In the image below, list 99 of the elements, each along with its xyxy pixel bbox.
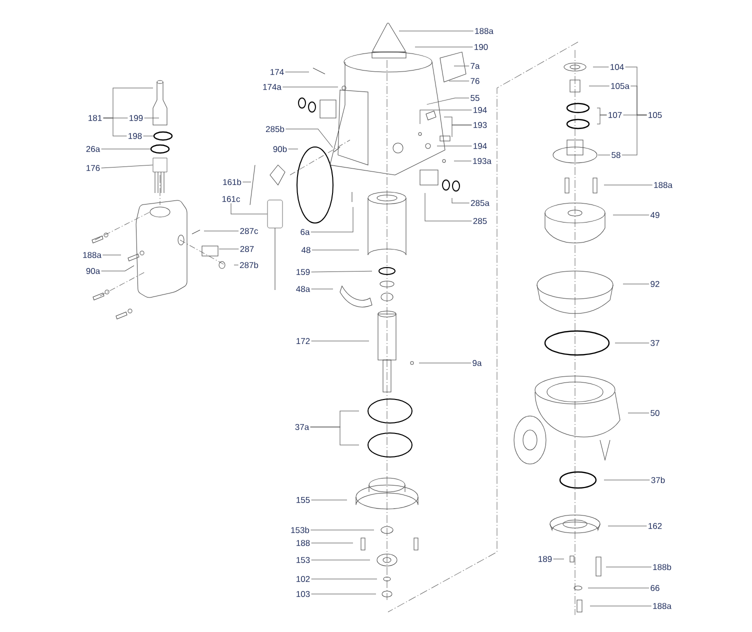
- callout-number: 188b: [653, 564, 672, 570]
- leader-line: [310, 426, 360, 446]
- leader-line: [454, 160, 472, 162]
- leader-line: [452, 198, 470, 204]
- leader-line: [234, 264, 239, 266]
- callout-number: 161c: [222, 196, 240, 202]
- callout-number: 199: [130, 115, 143, 121]
- callout-number: 174: [270, 69, 284, 75]
- callout-number: 188a: [653, 603, 672, 609]
- leader-line: [424, 192, 472, 222]
- leader-line: [614, 342, 650, 344]
- callout-number: 194: [474, 143, 487, 149]
- callout-number: 105: [648, 112, 662, 118]
- callout-number: 188a: [83, 252, 102, 258]
- leader-line: [101, 265, 134, 272]
- leader-line: [311, 288, 334, 290]
- callout-number: 105a: [611, 83, 630, 89]
- leader-line: [311, 340, 370, 342]
- callout-number: 66: [650, 585, 660, 591]
- callout-number: 92: [650, 281, 660, 287]
- callout-number: 26a: [86, 146, 100, 152]
- leader-line: [622, 114, 647, 156]
- leader-line: [596, 114, 607, 124]
- callout-number: 76: [470, 78, 480, 84]
- leader-line: [612, 214, 650, 216]
- leader-line: [102, 254, 122, 256]
- callout-number: 159: [296, 269, 310, 275]
- leader-line: [420, 110, 472, 124]
- leader-line: [288, 148, 298, 150]
- leader-line: [311, 270, 372, 272]
- callout-number: 37b: [651, 476, 665, 484]
- leader-line: [218, 248, 239, 250]
- leader-line: [448, 80, 470, 82]
- leader-line: [426, 98, 470, 105]
- callout-number: 161b: [223, 178, 242, 186]
- callout-number: 7a: [470, 63, 480, 69]
- callout-number: 9a: [472, 360, 482, 366]
- leader-line: [103, 118, 127, 136]
- callout-number: 198: [128, 133, 142, 139]
- part-ring: [153, 131, 173, 141]
- callout-number: 103: [296, 591, 310, 597]
- callout-number: 285: [473, 218, 487, 224]
- callout-number: 37a: [295, 424, 310, 430]
- leader-line: [282, 86, 338, 88]
- callout-number: 153: [296, 557, 310, 563]
- callout-number: 287c: [240, 228, 258, 234]
- leader-line: [628, 412, 650, 414]
- leader-line: [592, 66, 609, 68]
- callout-number: 90a: [86, 268, 100, 274]
- callout-number: 49: [650, 212, 660, 218]
- callout-number: 172: [296, 338, 310, 344]
- callout-number: 104: [610, 64, 624, 70]
- callout-number: 48a: [296, 286, 310, 292]
- callout-number: 50: [650, 410, 660, 416]
- callout-number: 181: [88, 115, 102, 121]
- callout-number: 287b: [240, 262, 258, 268]
- callout-number: 58: [612, 152, 620, 158]
- callout-number: 193a: [473, 158, 492, 164]
- leader-line: [101, 164, 154, 168]
- callout-number: 285a: [470, 200, 490, 206]
- callout-number: 37: [650, 340, 660, 346]
- callout-number: 102: [296, 576, 310, 582]
- callout-number: 155: [296, 497, 310, 503]
- leader-line: [310, 206, 354, 232]
- callout-number: 188: [296, 540, 310, 546]
- part-insert: [152, 158, 168, 172]
- callout-number: 194: [474, 107, 487, 113]
- leader-line: [204, 230, 239, 232]
- callout-number: 188a: [654, 182, 672, 188]
- leader-line: [553, 558, 564, 560]
- callout-number: 190: [474, 44, 488, 50]
- callout-number: 174a: [263, 84, 282, 90]
- leader-line: [285, 128, 333, 148]
- leader-line: [311, 542, 354, 544]
- leader-line: [311, 578, 378, 580]
- callout-number: 285b: [266, 126, 284, 132]
- leader-line: [101, 148, 151, 150]
- part-ring: [150, 144, 170, 154]
- callout-number: 48: [301, 247, 310, 253]
- leader-line: [604, 184, 653, 186]
- callout-number: 189: [538, 556, 552, 562]
- leader-line: [398, 30, 474, 32]
- callout-number: 6a: [300, 229, 310, 235]
- callout-number: 188a: [475, 28, 494, 34]
- callout-number: 287: [240, 246, 254, 252]
- leader-line: [414, 46, 473, 48]
- leader-line: [230, 202, 268, 214]
- leader-line: [452, 124, 472, 138]
- callout-number: 153b: [291, 526, 310, 534]
- callout-number: 90b: [273, 146, 287, 152]
- callout-number: 162: [648, 523, 662, 529]
- part-float: [267, 200, 283, 228]
- leader-line: [606, 566, 652, 568]
- callout-number: 55: [470, 95, 480, 101]
- callout-number: 107: [608, 112, 622, 118]
- callout-number: 193: [474, 122, 487, 128]
- callout-number: 176: [86, 165, 100, 171]
- leader-line: [598, 154, 610, 156]
- leader-line: [418, 362, 472, 364]
